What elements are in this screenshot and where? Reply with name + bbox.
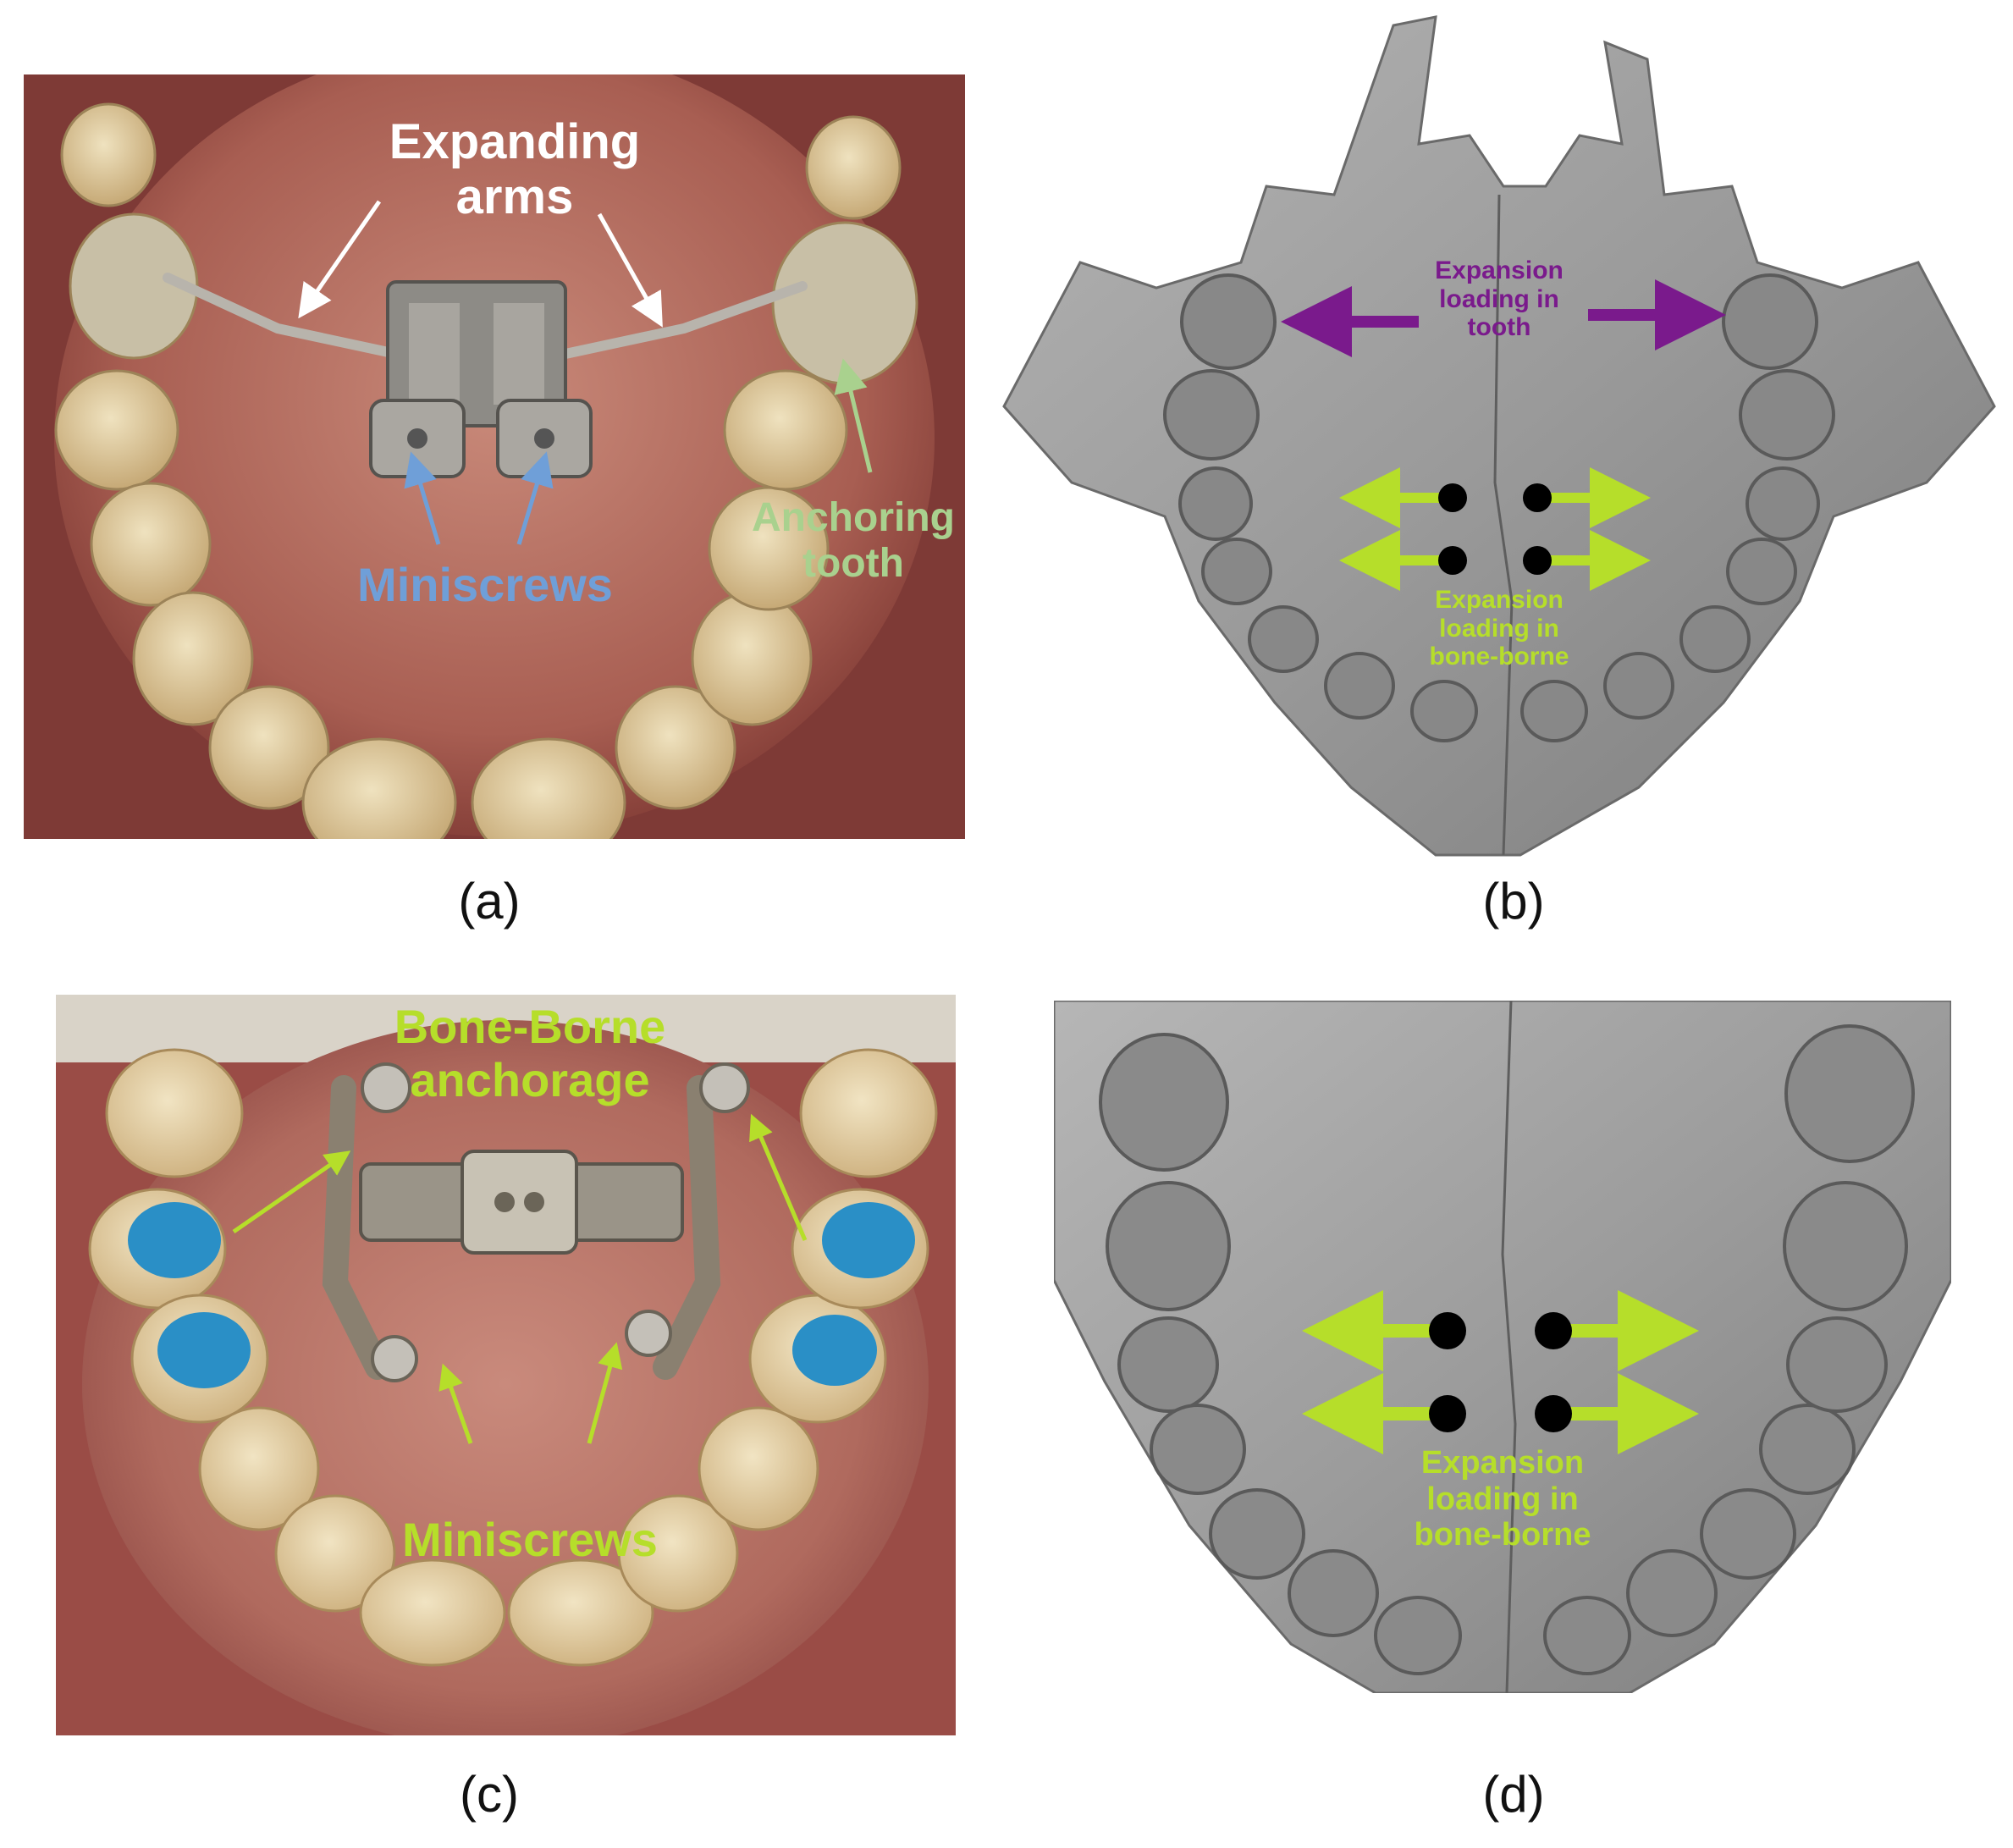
panel-d-model: Expansion loading in bone-borne (1054, 1001, 1951, 1693)
label-expanding-arms: Expanding arms (389, 114, 641, 224)
caption-a: (a) (458, 873, 521, 930)
tooth-sockets (1163, 273, 1835, 742)
label-bone-loading-b: Expansion loading in bone-borne (1429, 586, 1569, 671)
arrow-arm-right (597, 212, 663, 328)
arrow-anchoring-tooth (834, 358, 873, 473)
panel-b-model: Expansion loading in tooth Expansion loa… (995, 8, 2008, 859)
teeth-arch (54, 102, 918, 839)
tooth-sockets-d (1099, 1024, 1915, 1675)
miniscrew-points (1438, 483, 1552, 575)
panel-d-illustration (1054, 1001, 1951, 1693)
panel-b-illustration (1002, 15, 1996, 857)
caption-d: (d) (1482, 1766, 1545, 1823)
blue-bonding (128, 1202, 915, 1388)
caption-c: (c) (460, 1766, 519, 1823)
label-bone-borne-anchorage: Bone-Borne anchorage (394, 1000, 666, 1106)
panel-c-photo: Bone-Borne anchorage Miniscrews (56, 995, 956, 1735)
panel-c-illustration (56, 995, 956, 1735)
label-bone-loading-d: Expansion loading in bone-borne (1414, 1445, 1591, 1553)
expander-arms (163, 273, 808, 359)
panel-a-photo: Expanding arms Miniscrews Anchoring toot… (24, 74, 965, 839)
caption-b: (b) (1482, 873, 1545, 930)
maxilla-model (1002, 15, 1996, 857)
panel-a-illustration (24, 74, 965, 839)
miniscrew-points-d (1429, 1312, 1572, 1432)
arrow-arm-left (298, 200, 382, 319)
label-tooth-loading: Expansion loading in tooth (1435, 257, 1564, 342)
arrow-miniscrew-left (404, 451, 441, 545)
arrow-miniscrew-right (516, 451, 554, 545)
label-miniscrews-a: Miniscrews (357, 558, 613, 611)
label-anchoring-tooth: Anchoring tooth (752, 495, 955, 586)
label-miniscrews-c: Miniscrews (402, 1513, 658, 1566)
bone-load-arrows-d (1302, 1290, 1699, 1454)
annotation-arrows-c (232, 1113, 808, 1444)
bone-load-arrows (1339, 467, 1651, 591)
